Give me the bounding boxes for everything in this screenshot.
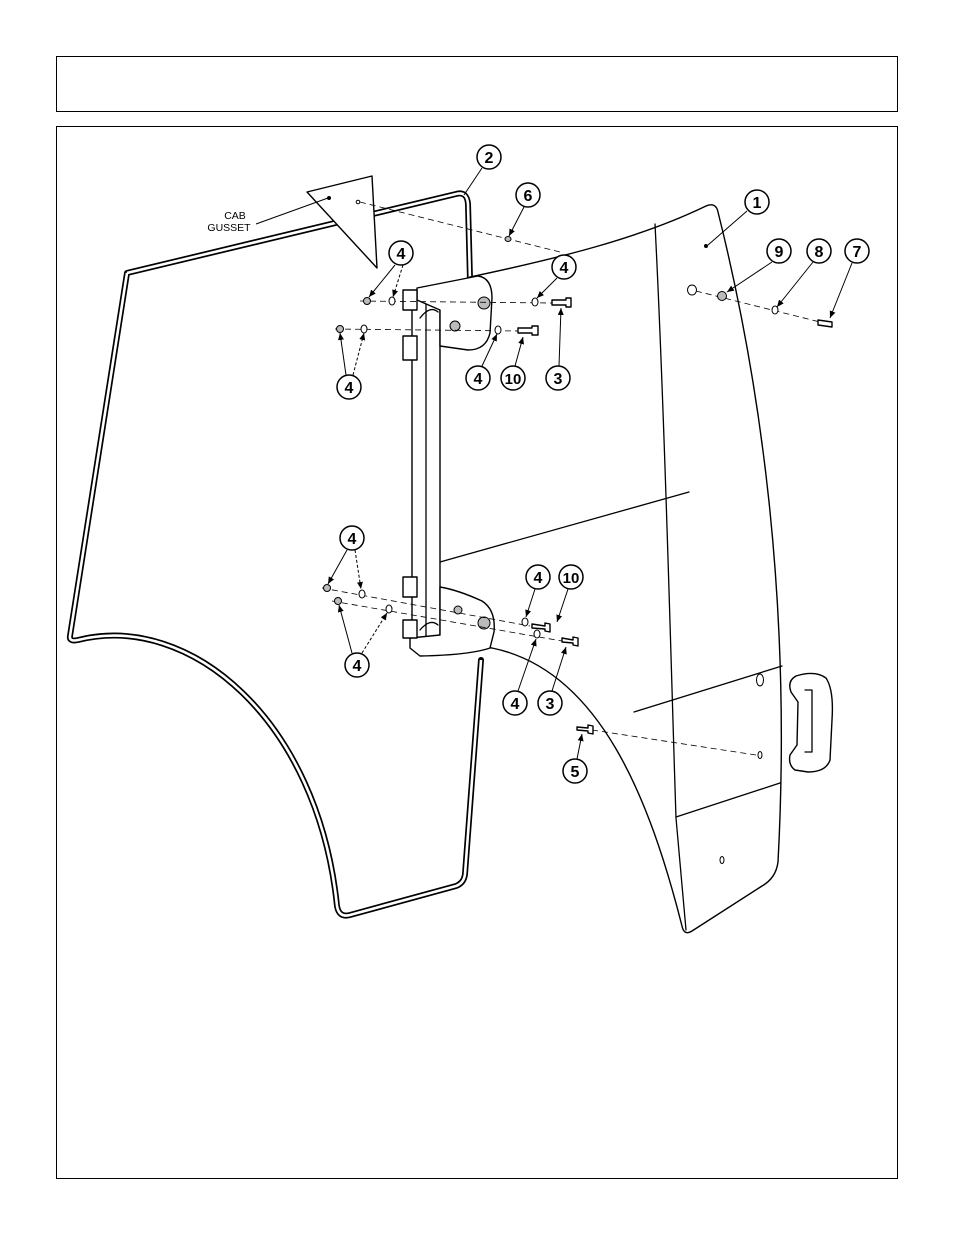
nut xyxy=(335,598,342,605)
bolt-10 xyxy=(518,326,538,335)
callout-6: 6 xyxy=(516,183,540,207)
nut xyxy=(337,326,344,333)
callout-10: 10 xyxy=(559,565,583,589)
callout-4: 4 xyxy=(503,691,527,715)
svg-text:4: 4 xyxy=(534,570,543,587)
callout-10: 10 xyxy=(501,366,525,390)
svg-text:7: 7 xyxy=(853,244,862,261)
door-hole-handle xyxy=(758,752,762,759)
washer xyxy=(361,325,367,333)
callout-1: 1 xyxy=(745,190,769,214)
nut xyxy=(324,585,331,592)
callout-5: 5 xyxy=(563,759,587,783)
svg-text:10: 10 xyxy=(505,371,522,388)
callout-4: 4 xyxy=(340,526,364,550)
door-mark xyxy=(704,244,708,248)
callout-8: 8 xyxy=(807,239,831,263)
gusset-leader xyxy=(256,198,328,224)
callout-4: 4 xyxy=(466,366,490,390)
callout-4: 4 xyxy=(389,241,413,265)
callout-7: 7 xyxy=(845,239,869,263)
bracket-bolt-head xyxy=(450,321,460,331)
svg-text:4: 4 xyxy=(474,371,483,388)
hinge-clip xyxy=(403,620,417,638)
callout-9: 9 xyxy=(767,239,791,263)
svg-text:1: 1 xyxy=(753,195,762,212)
svg-text:4: 4 xyxy=(397,246,406,263)
cab-gusset xyxy=(307,176,377,268)
hinge-clip xyxy=(403,577,417,597)
washer xyxy=(389,297,395,305)
washer xyxy=(532,298,538,306)
svg-text:5: 5 xyxy=(571,764,580,781)
washer xyxy=(522,618,528,626)
label-gusset: GUSSET xyxy=(207,222,251,234)
svg-text:9: 9 xyxy=(775,244,784,261)
washer xyxy=(386,605,392,613)
callout-4: 4 xyxy=(552,255,576,279)
callout-4: 4 xyxy=(345,653,369,677)
svg-text:4: 4 xyxy=(345,380,354,397)
svg-text:2: 2 xyxy=(485,150,494,167)
hole-plug-6 xyxy=(505,237,511,242)
callout-4: 4 xyxy=(337,375,361,399)
door-handle xyxy=(790,673,833,772)
nut xyxy=(364,298,371,305)
callout-4: 4 xyxy=(526,565,550,589)
svg-text:8: 8 xyxy=(815,244,824,261)
door-hole-lower xyxy=(720,857,724,864)
callout-3: 3 xyxy=(546,366,570,390)
washer-8 xyxy=(772,306,778,314)
svg-text:10: 10 xyxy=(563,570,580,587)
svg-text:3: 3 xyxy=(546,696,555,713)
bolt-7 xyxy=(818,320,832,327)
washer xyxy=(534,630,540,638)
bolt-5 xyxy=(577,725,593,734)
svg-text:4: 4 xyxy=(560,260,569,277)
bracket-bolt-head xyxy=(454,606,462,614)
washer xyxy=(495,326,501,334)
callout-3: 3 xyxy=(538,691,562,715)
door-hole-upper xyxy=(688,285,697,295)
svg-text:4: 4 xyxy=(353,658,362,675)
lock-nut-9 xyxy=(718,292,727,301)
svg-text:6: 6 xyxy=(524,188,533,205)
gusset-hole xyxy=(356,200,360,204)
washer xyxy=(359,590,365,598)
door-hole-latch xyxy=(757,674,764,686)
svg-text:4: 4 xyxy=(348,531,357,548)
svg-text:3: 3 xyxy=(554,371,563,388)
svg-text:4: 4 xyxy=(511,696,520,713)
bracket-bolt-head xyxy=(478,297,490,309)
callout-2: 2 xyxy=(477,145,501,169)
hinge-clip xyxy=(403,290,417,310)
hinge-clip xyxy=(403,336,417,360)
label-cab: CAB xyxy=(224,210,246,222)
bolt-3 xyxy=(552,298,571,307)
